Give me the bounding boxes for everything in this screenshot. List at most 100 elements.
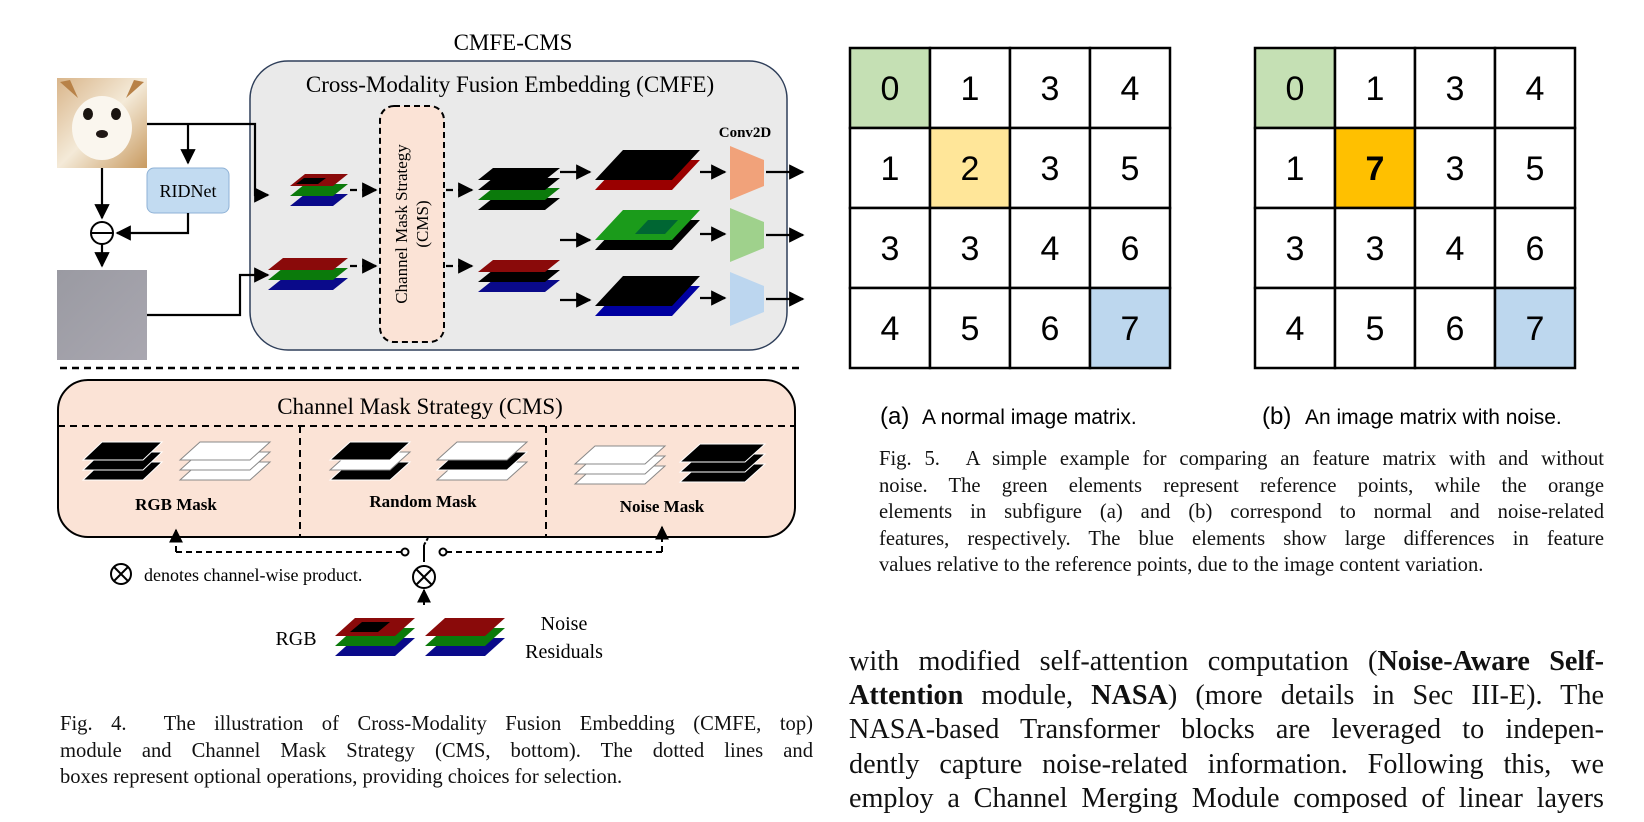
minus-operator-icon	[90, 221, 114, 245]
matrix-b-value: 5	[1526, 150, 1545, 188]
conv2d-block-blue	[730, 272, 764, 326]
matrix-b-cell	[1253, 206, 1337, 290]
dog-image	[57, 78, 147, 168]
channel-planes	[595, 150, 700, 316]
matrix-a-value: 6	[1041, 310, 1060, 348]
matrix-b-cell	[1333, 206, 1417, 290]
noise-stack-input	[268, 258, 348, 290]
split-arrows	[560, 164, 592, 308]
matrix-b-value: 3	[1286, 230, 1305, 268]
matrix-b-value: 6	[1526, 230, 1545, 268]
fig4-caption: Fig. 4. The illustration of Cross-Modali…	[60, 711, 813, 791]
matrix-b-cell	[1333, 126, 1417, 210]
body-line-2-end: ) (more details in Sec III-E). The	[1167, 680, 1604, 712]
matrix-a-cell	[848, 206, 932, 290]
conv2d-label: Conv2D	[719, 125, 772, 141]
label-b-text: An image matrix with noise.	[1305, 406, 1562, 429]
matrix-a-value: 5	[1121, 150, 1140, 188]
random-mask-label: Random Mask	[369, 492, 477, 511]
rgb-stack-bottom	[335, 618, 415, 656]
legend-product-icon	[110, 563, 132, 585]
matrix-a-value: 3	[1041, 150, 1060, 188]
matrix-b-value: 4	[1286, 310, 1305, 348]
matrix-b-value: 3	[1366, 230, 1385, 268]
matrix-b-value: 0	[1286, 70, 1305, 108]
matrix-a-cell	[1008, 286, 1092, 370]
matrix-b-value: 7	[1526, 310, 1545, 348]
label-b-tag: (b)	[1262, 403, 1291, 430]
matrix-b-cell	[1333, 286, 1417, 370]
matrix-b-value: 3	[1446, 150, 1465, 188]
body-line-5: employ a Channel Merging Module composed…	[849, 782, 1604, 814]
matrix-a-cell	[928, 286, 1012, 370]
fig4-title: CMFE-CMS	[454, 30, 573, 55]
matrix-a-cell	[848, 126, 932, 210]
fig4-caption-line-1: The illustration of Cross-Modality Fusio…	[163, 713, 814, 735]
matrix-b-value: 4	[1446, 230, 1465, 268]
fig5-caption-line-5: values relative to the reference points,…	[879, 554, 1484, 576]
matrix-b-value: 1	[1366, 70, 1385, 108]
fig4-caption-line-2: module and Channel Mask Strategy (CMS, b…	[60, 739, 813, 762]
fig5-caption-line-4: features, respectively. The blue element…	[879, 527, 1604, 550]
conv-input-arrows	[700, 164, 727, 306]
fig5-caption-line-1: A simple example for comparing an featur…	[965, 448, 1605, 470]
matrix-a-value: 4	[1121, 70, 1140, 108]
legend-text: denotes channel-wise product.	[144, 565, 362, 585]
cms-box	[57, 379, 796, 538]
fig5-caption: Fig. 5. A simple example for comparing a…	[879, 446, 1604, 579]
fig5-caption-line-3: elements in subfigure (a) and (b) corres…	[879, 501, 1604, 523]
matrix-a-value: 4	[881, 310, 900, 348]
mask-switch-icon	[400, 537, 448, 562]
cms-vertical-box	[379, 105, 445, 343]
matrix-a-cell	[1088, 286, 1172, 370]
noise-label-2: Residuals	[525, 641, 603, 663]
fig5-caption-line-2: noise. The green elements represent refe…	[879, 474, 1604, 497]
rgb-mask-label: RGB Mask	[135, 495, 217, 514]
matrix-b-cell	[1253, 286, 1337, 370]
matrix-b-cell	[1253, 46, 1337, 130]
matrix-a-value: 6	[1121, 230, 1140, 268]
matrix-a-value: 3	[961, 230, 980, 268]
nasa-full-name: Noise-Aware Self-	[1377, 646, 1605, 677]
fig4-caption-line-3: boxes represent optional operations, pro…	[60, 766, 623, 788]
matrix-b-value: 7	[1366, 150, 1385, 188]
body-line-3: NASA-based Transformer blocks are levera…	[849, 714, 1604, 746]
matrix-a-value: 4	[1041, 230, 1060, 268]
input-connectors	[94, 122, 270, 317]
cmfe-label: Cross-Modality Fusion Embedding (CMFE)	[306, 72, 714, 97]
matrix-a-value: 1	[881, 150, 900, 188]
noise-label-1: Noise	[541, 613, 588, 635]
noise-mask-icon	[573, 443, 767, 485]
matrix-b-value: 6	[1446, 310, 1465, 348]
cms-title: Channel Mask Strategy (CMS)	[277, 394, 563, 419]
fig5-caption-prefix: Fig. 5.	[879, 448, 940, 470]
matrix-a-cell	[1008, 126, 1092, 210]
matrix-a-cell	[1008, 206, 1092, 290]
mask-selector-lines	[169, 525, 669, 553]
nasa-abbrev: NASA	[1091, 680, 1168, 712]
matrix-a-value: 3	[1041, 70, 1060, 108]
noise-mask-label: Noise Mask	[620, 497, 705, 516]
matrix-a-cell	[928, 206, 1012, 290]
matrix-b-value: 5	[1366, 310, 1385, 348]
nasa-full-name-end: Attention	[849, 680, 964, 712]
conv-output-arrows	[766, 164, 805, 307]
cms-vertical-label-2: (CMS)	[413, 200, 432, 247]
matrix-b-cell	[1493, 286, 1577, 370]
matrix-b-cell	[1253, 126, 1337, 210]
cms-dashed-arrows	[350, 182, 474, 274]
rgb-stack-input	[290, 174, 348, 206]
masked-stack-bottom	[478, 260, 560, 292]
rgb-mask-icon	[81, 441, 272, 481]
body-line-2-mid: module,	[963, 680, 1092, 712]
fig4-caption-prefix: Fig. 4.	[60, 713, 127, 735]
matrix-b-cell	[1493, 126, 1577, 210]
fig4-diagram: CMFE-CMS Cross-Modality Fusion Embedding…	[57, 30, 805, 663]
conv2d-block-orange	[730, 146, 764, 200]
matrix-b-cell	[1493, 46, 1577, 130]
body-line-1-text: with modified self-attention computation…	[849, 646, 1378, 677]
matrix-b-value: 3	[1446, 70, 1465, 108]
body-paragraph: with modified self-attention computation…	[849, 645, 1604, 816]
